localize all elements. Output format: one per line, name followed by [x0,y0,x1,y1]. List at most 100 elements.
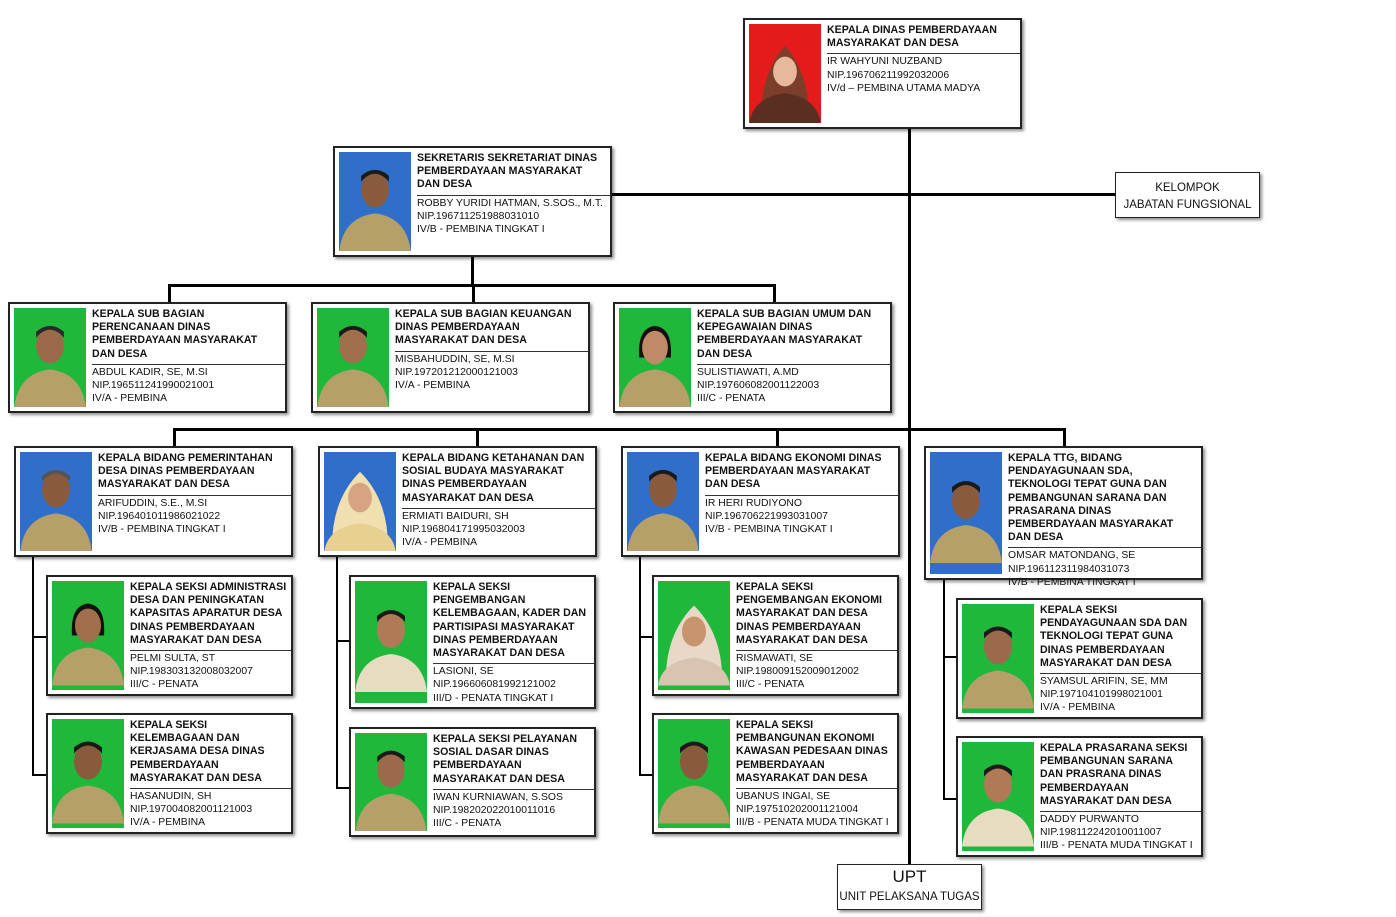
person-name: ROBBY YURIDI HATMAN, S.SOS., M.T. [417,197,603,209]
card-title: KEPALA PRASARANA SEKSI PEMBANGUNAN SARAN… [1040,742,1201,813]
person-name: SULISTIAWATI, A.MD [697,366,799,378]
connector-col1-spine [32,555,34,775]
connector-division-1 [173,428,176,448]
person-photo [52,719,124,828]
org-card-section-rural-economy: KEPALA SEKSI PEMBANGUNAN EKONOMI KAWASAN… [652,713,899,834]
avatar-icon [658,741,730,824]
person-rank: III/B - PENATA MUDA TINGKAT I [736,817,889,829]
person-name: LASIONI, SE [433,666,494,678]
connector-col4-sec2 [943,798,958,800]
person-rank: III/D - PENATA TINGKAT I [433,692,554,704]
person-rank: IV/A - PEMBINA [92,393,168,405]
upt-abbr: UPT [892,867,927,886]
person-rank: IV/B - PEMBINA TINGKAT I [1008,576,1136,588]
avatar-icon [355,610,427,692]
card-title: KEPALA BIDANG EKONOMI DINAS PEMBERDAYAAN… [705,452,898,496]
connector-division-3 [776,428,779,448]
upt-box: UPT UNIT PELAKSANA TUGAS [837,864,982,910]
avatar-icon [658,605,730,686]
person-photo [749,24,821,123]
org-card-section-social-service: KEPALA SEKSI PELAYANAN SOSIAL DASAR DINA… [349,727,596,837]
person-rank: III/C - PENATA [130,679,199,691]
person-nip: NIP.197104101998021001 [1040,689,1163,701]
person-rank: III/C - PENATA [736,679,805,691]
org-card-section-village-admin: KEPALA SEKSI ADMINISTRASI DESA DAN PENIN… [46,575,293,696]
person-photo [317,308,389,407]
person-photo [658,719,730,828]
functional-group-box: KELOMPOK JABATAN FUNGSIONAL [1115,172,1260,218]
avatar-icon [339,169,411,251]
person-nip: NIP.196401011986021022 [98,510,221,522]
person-name: IWAN KURNIAWAN, S.SOS [433,791,563,803]
card-title: KEPALA SEKSI PENGEMBANGAN KELEMBAGAAN, K… [433,581,594,665]
person-nip: NIP.197510202001121004 [736,804,859,816]
connector-division-2 [476,428,479,448]
person-nip: NIP.198009152009012002 [736,666,859,678]
avatar-icon [930,481,1002,563]
card-title: KEPALA DINAS PEMBERDAYAAN MASYARAKAT DAN… [827,24,1020,55]
avatar-icon [52,741,124,824]
person-photo [962,742,1034,851]
avatar-icon [749,45,821,123]
functional-group-line2: JABATAN FUNGSIONAL [1123,199,1252,211]
person-nip: NIP.196711251988031010 [417,210,540,222]
person-photo [355,733,427,831]
avatar-icon [20,469,92,551]
person-nip: NIP.196606081992121002 [433,679,556,691]
upt-full: UNIT PELAKSANA TUGAS [839,891,980,903]
avatar-icon [962,764,1034,847]
connector-secretary-branch [610,193,1115,196]
connector-col2-spine [336,555,338,788]
person-photo [20,452,92,551]
org-card-division-government: KEPALA BIDANG PEMERINTAHAN DESA DINAS PE… [14,446,293,557]
person-name: DADDY PURWANTO [1040,814,1139,826]
org-card-division-resilience: KEPALA BIDANG KETAHANAN DAN SOSIAL BUDAY… [318,446,597,557]
org-card-subsection-planning: KEPALA SUB BAGIAN PERENCANAAN DINAS PEMB… [8,302,287,413]
card-title: KEPALA SUB BAGIAN PERENCANAAN DINAS PEMB… [92,308,285,365]
avatar-icon [355,750,427,831]
person-nip: NIP.197004082001121003 [130,804,253,816]
person-nip: NIP.198112242010011007 [1040,827,1162,839]
card-title: KEPALA SEKSI PELAYANAN SOSIAL DASAR DINA… [433,733,594,790]
card-title: KEPALA SEKSI ADMINISTRASI DESA DAN PENIN… [130,581,291,652]
connector-col2-sec2 [336,787,351,789]
connector-subsection-2 [472,284,475,304]
connector-col3-sec1 [639,636,654,638]
person-name: UBANUS INGAI, SE [736,791,831,803]
person-name: PELMI SULTA, ST [130,653,216,665]
connector-subsection-1 [168,284,171,304]
person-photo [962,604,1034,713]
org-card-subsection-finance: KEPALA SUB BAGIAN KEUANGAN DINAS PEMBERD… [311,302,590,413]
connector-col3-sec2 [639,774,654,776]
card-title: KEPALA SEKSI PEMBANGUNAN EKONOMI KAWASAN… [736,719,897,790]
person-photo [355,581,427,703]
avatar-icon [317,325,389,407]
person-nip: NIP.196511241990021001 [92,380,215,392]
person-rank: IV/A - PEMBINA [402,537,478,549]
person-name: ARIFUDDIN, S.E., M.SI [98,497,208,509]
person-name: HASANUDIN, SH [130,791,212,803]
person-rank: IV/A - PEMBINA [130,817,206,829]
person-rank: IV/d – PEMBINA UTAMA MADYA [827,82,981,94]
person-name: OMSAR MATONDANG, SE [1008,550,1136,562]
connector-col1-sec1 [32,636,47,638]
org-card-section-sda-technology: KEPALA SEKSI PENDAYAGUNAAN SDA DAN TEKNO… [956,598,1203,719]
person-rank: IV/B - PEMBINA TINGKAT I [98,524,226,536]
person-nip: NIP.196112311984031073 [1008,563,1130,575]
card-title: KEPALA SUB BAGIAN UMUM DAN KEPEGAWAIAN D… [697,308,890,365]
person-name: SYAMSUL ARIFIN, SE, MM [1040,676,1168,688]
person-rank: III/C - PENATA [697,393,766,405]
person-name: ABDUL KADIR, SE, M.SI [92,366,208,378]
person-nip: NIP.198303132008032007 [130,666,253,678]
person-rank: IV/A - PEMBINA [1040,702,1116,714]
avatar-icon [619,325,691,407]
avatar-icon [962,626,1034,709]
connector-col4-spine [943,578,945,799]
avatar-icon [324,471,396,551]
card-title: KEPALA BIDANG PEMERINTAHAN DESA DINAS PE… [98,452,291,496]
connector-col1-sec2 [32,774,47,776]
person-nip: NIP.196706211992032006 [827,69,950,81]
org-card-subsection-general: KEPALA SUB BAGIAN UMUM DAN KEPEGAWAIAN D… [613,302,892,413]
person-nip: NIP.197201212000121003 [395,366,518,378]
person-nip: NIP.197606082001122003 [697,380,820,392]
